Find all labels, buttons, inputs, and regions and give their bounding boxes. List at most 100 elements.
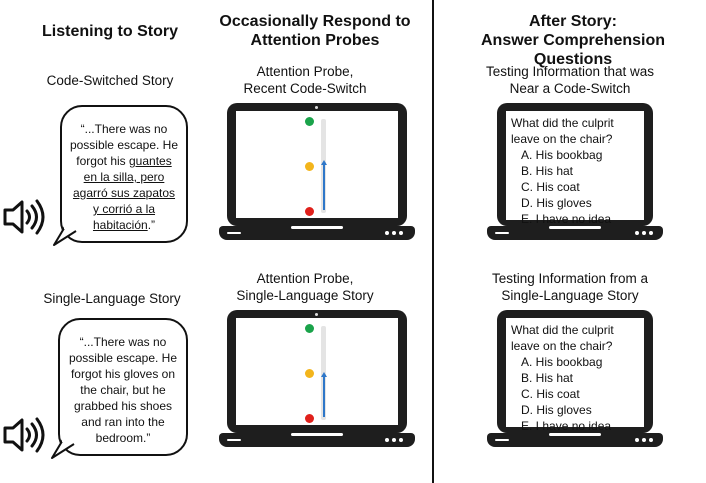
probe-dot-bottom[interactable] [305, 207, 314, 216]
bubble-line: the chair, but he [60, 382, 186, 398]
laptop-base [219, 226, 415, 240]
code-switched-text: habitación [92, 218, 148, 232]
bubble-line: possible escape. He [62, 137, 186, 153]
header-comprehension-line2: Answer Comprehension Questions [480, 32, 666, 68]
question-line2: leave on the chair? [511, 132, 613, 146]
story-text: possible escape. He [69, 138, 179, 152]
answer-option[interactable]: A. His bookbag [521, 148, 603, 162]
probe-dot-middle[interactable] [305, 162, 314, 171]
base-line [227, 439, 241, 441]
answer-option[interactable]: C. His coat [521, 180, 580, 194]
base-dot [642, 438, 646, 442]
probe-indicator [323, 376, 325, 417]
camera-dot [315, 313, 318, 316]
test-label-line2: Single-Language Story [501, 288, 639, 303]
probe-indicator-arrow [321, 160, 327, 165]
laptop-icon [227, 310, 407, 433]
base-dot [649, 438, 653, 442]
laptop-icon: What did the culprit leave on the chair?… [497, 310, 653, 433]
base-dot [385, 438, 389, 442]
bubble-line: “...There was no [60, 334, 186, 350]
bubble-line: “...There was no [62, 121, 186, 137]
laptop-base [487, 433, 663, 447]
story-label-code-switched: Code-Switched Story [46, 73, 174, 88]
answer-option[interactable]: B. His hat [521, 371, 574, 385]
bubble-line: forgot his guantes [62, 153, 186, 169]
laptop-base [487, 226, 663, 240]
laptop-screen-display: What did the culprit leave on the chair?… [506, 318, 644, 433]
speaker-sound-icon [3, 417, 45, 453]
laptop-screen-display [236, 318, 398, 425]
probe-label-line1: Attention Probe, [256, 64, 354, 79]
code-switched-text: agarró sus zapatos [72, 186, 176, 200]
column-divider [432, 0, 434, 483]
story-text: grabbed his shoes [73, 399, 173, 413]
bubble-line: en la silla, pero [62, 169, 186, 185]
answer-option[interactable]: B. His hat [521, 164, 574, 178]
test-label-single: Testing Information from a Single-Langua… [455, 270, 685, 304]
base-notch [549, 226, 601, 229]
laptop-screen-display: What did the culprit leave on the chair?… [506, 111, 644, 226]
code-switched-text: y corrió a la [92, 202, 156, 216]
base-line [495, 232, 509, 234]
code-switched-text: en la silla, pero [83, 170, 165, 184]
answer-option[interactable]: D. His gloves [521, 403, 592, 417]
answer-option[interactable]: D. His gloves [521, 196, 592, 210]
base-dot [399, 231, 403, 235]
base-line [227, 232, 241, 234]
header-listening: Listening to Story [42, 23, 178, 40]
base-notch [549, 433, 601, 436]
probe-dot-middle[interactable] [305, 369, 314, 378]
header-comprehension: After Story: Answer Comprehension Questi… [440, 12, 706, 69]
speaker-sound-icon [3, 199, 45, 235]
base-notch [291, 433, 343, 436]
laptop-screen-display [236, 111, 398, 218]
story-text: bedroom.” [95, 431, 151, 445]
answer-option[interactable]: A. His bookbag [521, 355, 603, 369]
base-notch [291, 226, 343, 229]
comprehension-question-single: What did the culprit leave on the chair?… [511, 322, 614, 434]
base-line [495, 439, 509, 441]
probe-dot-top[interactable] [305, 324, 314, 333]
base-dot [385, 231, 389, 235]
story-text: forgot his [76, 154, 129, 168]
probe-label-line2: Single-Language Story [236, 288, 374, 303]
header-comprehension-line1: After Story: [528, 13, 617, 30]
answer-option[interactable]: C. His coat [521, 387, 580, 401]
bubble-line: y corrió a la [62, 201, 186, 217]
header-attention-line2: Attention Probes [250, 32, 380, 49]
story-label-single-language: Single-Language Story [43, 291, 181, 306]
base-dot [649, 231, 653, 235]
speech-bubble-tail [53, 225, 80, 246]
story-text: and ran into the [81, 415, 165, 429]
story-text: possible escape. He [68, 351, 178, 365]
answer-option[interactable]: E. I have no idea [521, 212, 612, 226]
bubble-line: grabbed his shoes [60, 398, 186, 414]
probe-label-recent: Attention Probe, Recent Code-Switch [205, 63, 405, 97]
test-label-code-switch: Testing Information that was Near a Code… [455, 63, 685, 97]
story-text: “...There was no [80, 122, 168, 136]
question-line2: leave on the chair? [511, 339, 613, 353]
answer-option[interactable]: E. I have no idea [521, 419, 612, 433]
speech-bubble-tail [51, 438, 78, 459]
base-dot [642, 231, 646, 235]
bubble-line: possible escape. He [60, 350, 186, 366]
base-dot [399, 438, 403, 442]
probe-dot-top[interactable] [305, 117, 314, 126]
probe-label-single: Attention Probe, Single-Language Story [205, 270, 405, 304]
bubble-line: habitación.” [62, 217, 186, 233]
test-label-line1: Testing Information from a [491, 271, 649, 286]
probe-indicator-arrow [321, 372, 327, 377]
probe-label-line2: Recent Code-Switch [243, 81, 367, 96]
base-dot [635, 231, 639, 235]
story-text: forgot his gloves on [70, 367, 176, 381]
header-attention-line1: Occasionally Respond to [219, 13, 411, 30]
probe-dot-bottom[interactable] [305, 414, 314, 423]
laptop-icon: What did the culprit leave on the chair?… [497, 103, 653, 226]
bubble-line: forgot his gloves on [60, 366, 186, 382]
story-text: .” [147, 218, 156, 232]
story-text: the chair, but he [80, 383, 166, 397]
code-switched-text: guantes [129, 154, 172, 168]
